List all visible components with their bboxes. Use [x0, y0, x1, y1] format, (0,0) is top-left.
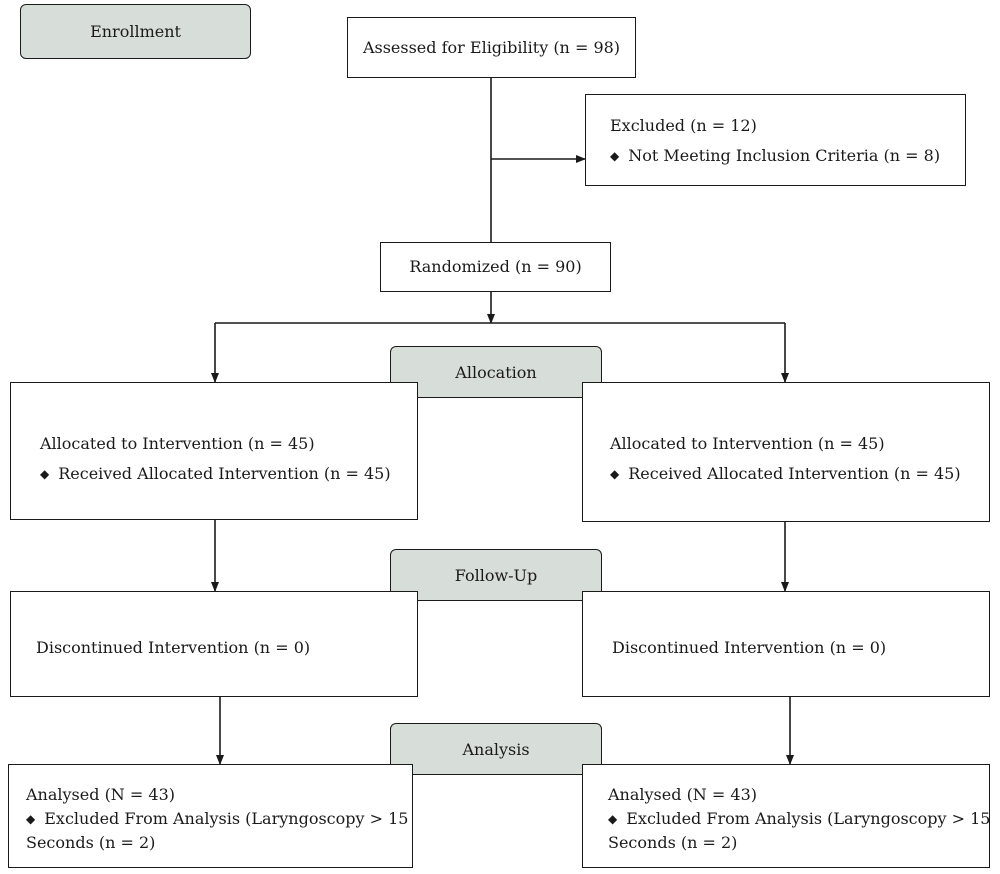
assessed-text: Assessed for Eligibility (n = 98): [362, 37, 621, 57]
excluded-item-text: Not Meeting Inclusion Criteria (n = 8): [628, 145, 941, 165]
diamond-bullet-icon: ◆: [26, 812, 36, 826]
analysis-excluded-continuation-right: Seconds (n = 2): [608, 833, 738, 852]
analysis-excluded-text-right: Excluded From Analysis (Laryngoscopy > 1…: [626, 809, 991, 828]
stage-analysis: Analysis: [390, 723, 602, 775]
analysis-excluded-item-right: ◆ Excluded From Analysis (Laryngoscopy > …: [608, 807, 991, 831]
analysis-excluded-text-left: Excluded From Analysis (Laryngoscopy > 1…: [44, 809, 409, 828]
randomized-text: Randomized (n = 90): [409, 257, 582, 277]
stage-follow-up: Follow-Up: [390, 549, 602, 601]
follow-up-box-right: Discontinued Intervention (n = 0): [582, 591, 990, 697]
stage-follow-up-label: Follow-Up: [454, 565, 538, 585]
received-item-left: ◆ Received Allocated Intervention (n = 45…: [40, 463, 417, 485]
follow-up-box-left: Discontinued Intervention (n = 0): [10, 591, 418, 697]
randomized-box: Randomized (n = 90): [380, 242, 611, 292]
excluded-box: Excluded (n = 12) ◆ Not Meeting Inclusion…: [585, 94, 966, 186]
analysis-excluded-continuation-left: Seconds (n = 2): [26, 833, 156, 852]
analysis-box-right: Analysed (N = 43) ◆ Excluded From Analysi…: [582, 764, 990, 868]
stage-allocation-label: Allocation: [455, 362, 537, 382]
analysed-text-right: Analysed (N = 43): [608, 785, 757, 804]
received-item-right: ◆ Received Allocated Intervention (n = 45…: [610, 463, 989, 485]
assessed-box: Assessed for Eligibility (n = 98): [347, 17, 636, 78]
excluded-title: Excluded (n = 12): [610, 116, 757, 135]
excluded-item: ◆ Not Meeting Inclusion Criteria (n = 8): [610, 145, 965, 167]
stage-analysis-label: Analysis: [462, 739, 530, 759]
diamond-bullet-icon: ◆: [610, 148, 620, 163]
allocation-box-left: Allocated to Intervention (n = 45) ◆ Rece…: [10, 382, 418, 520]
analysed-text-left: Analysed (N = 43): [26, 785, 175, 804]
discontinued-text-left: Discontinued Intervention (n = 0): [36, 638, 311, 657]
stage-allocation: Allocation: [390, 346, 602, 398]
discontinued-text-right: Discontinued Intervention (n = 0): [612, 638, 887, 657]
received-text-right: Received Allocated Intervention (n = 45): [628, 463, 961, 483]
stage-enrollment-label: Enrollment: [90, 22, 181, 41]
allocated-text-right: Allocated to Intervention (n = 45): [610, 434, 885, 453]
received-text-left: Received Allocated Intervention (n = 45): [58, 463, 391, 483]
allocated-text-left: Allocated to Intervention (n = 45): [40, 434, 315, 453]
diamond-bullet-icon: ◆: [608, 812, 618, 826]
stage-enrollment: Enrollment: [20, 4, 251, 59]
diamond-bullet-icon: ◆: [610, 466, 620, 481]
allocation-box-right: Allocated to Intervention (n = 45) ◆ Rece…: [582, 382, 990, 522]
analysis-box-left: Analysed (N = 43) ◆ Excluded From Analysi…: [8, 764, 413, 868]
diamond-bullet-icon: ◆: [40, 466, 50, 481]
analysis-excluded-item-left: ◆ Excluded From Analysis (Laryngoscopy > …: [26, 807, 412, 831]
